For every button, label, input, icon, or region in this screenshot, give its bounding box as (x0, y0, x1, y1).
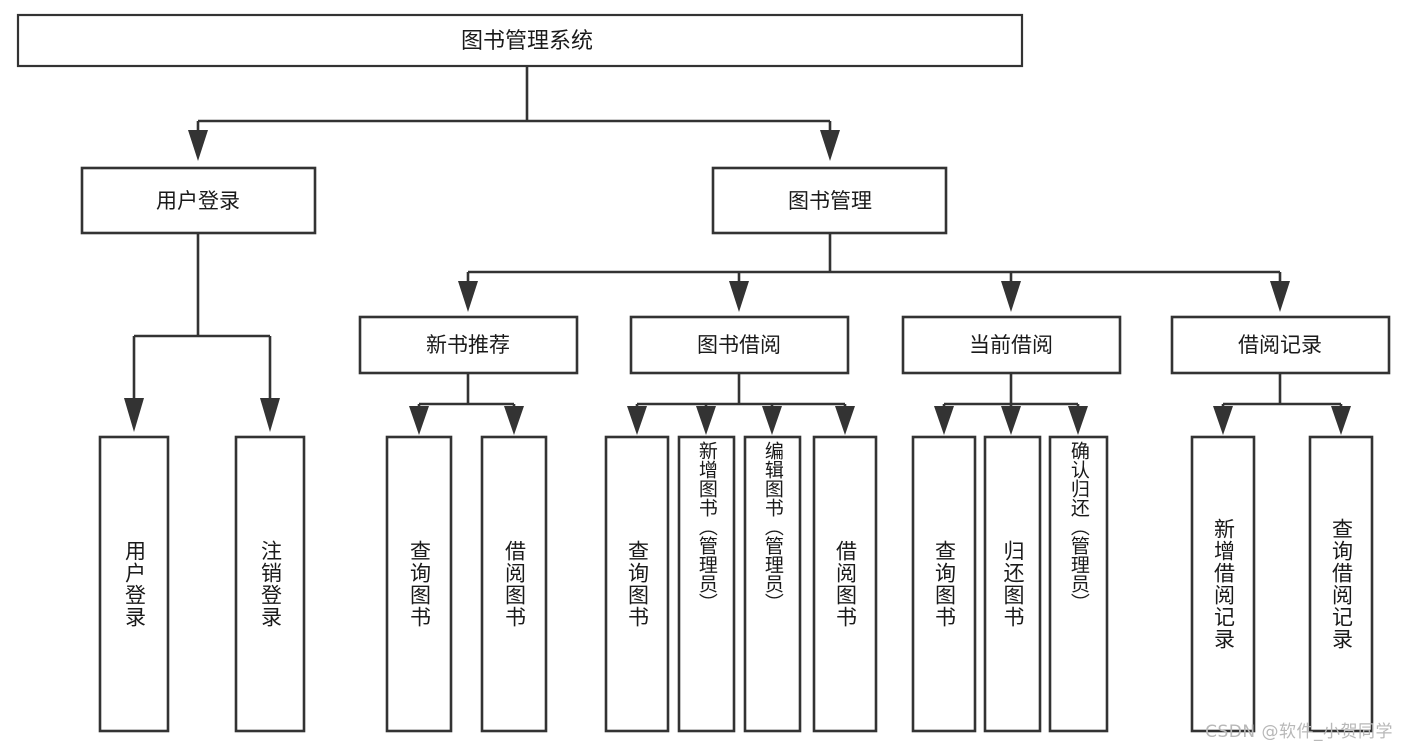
node-borrow-record[interactable]: 借阅记录 (1170, 315, 1391, 375)
leaf-user-logout-box[interactable] (234, 435, 306, 733)
node-book-borrow-box[interactable] (629, 315, 850, 375)
arrow-leaf-borrow-book-1 (504, 406, 524, 435)
leaf-query-book-1-box[interactable] (385, 435, 453, 733)
leaf-query-book-3-box[interactable] (911, 435, 977, 733)
node-book-manage-box[interactable] (711, 166, 948, 235)
arrow-leaf-user-login (124, 398, 144, 432)
arrow-to-borrow-record (1270, 281, 1290, 312)
node-borrow-record-label: 借阅记录 (1238, 333, 1322, 357)
node-user-login-label: 用户登录 (156, 189, 240, 213)
leaf-user-login-box[interactable] (98, 435, 170, 733)
arrow-leaf-user-logout (260, 398, 280, 432)
leaf-query-book-2-box[interactable] (604, 435, 670, 733)
node-user-login-box[interactable] (80, 166, 317, 235)
connector-group-new-book-recommend (409, 373, 524, 435)
leaf-add-record-box[interactable] (1190, 435, 1256, 733)
arrow-leaf-confirm-return (1068, 406, 1088, 435)
connector-group-root (188, 66, 840, 161)
arrow-leaf-add-book (696, 406, 716, 435)
leaf-boxes (98, 435, 1374, 733)
leaf-query-record-box[interactable] (1308, 435, 1374, 733)
node-new-book-recommend-label: 新书推荐 (426, 333, 510, 357)
arrow-leaf-query-record (1331, 406, 1351, 435)
arrow-leaf-add-record (1213, 406, 1233, 435)
node-root-label: 图书管理系统 (461, 29, 593, 54)
csdn-watermark: CSDN @软件_小贺同学 (1205, 722, 1393, 742)
arrow-to-book-borrow (729, 281, 749, 312)
node-root[interactable]: 图书管理系统 (16, 13, 1024, 68)
node-current-borrow[interactable]: 当前借阅 (901, 315, 1122, 375)
connector-group-book-borrow (627, 373, 855, 435)
node-book-manage-label: 图书管理 (788, 189, 872, 213)
arrow-to-new-book-recommend (458, 281, 478, 312)
node-current-borrow-box[interactable] (901, 315, 1122, 375)
leaf-borrow-book-2-box[interactable] (812, 435, 878, 733)
arrow-to-book-manage (820, 130, 840, 161)
connector-group-user-login (124, 233, 280, 432)
arrow-to-current-borrow (1001, 281, 1021, 312)
node-borrow-record-box[interactable] (1170, 315, 1391, 375)
leaf-borrow-book-1-box[interactable] (480, 435, 548, 733)
node-new-book-recommend[interactable]: 新书推荐 (358, 315, 579, 375)
connector-group-book-manage (458, 233, 1290, 312)
arrow-leaf-return-book (1001, 406, 1021, 435)
arrow-leaf-edit-book (762, 406, 782, 435)
leaf-return-book-box[interactable] (983, 435, 1042, 733)
connector-group-borrow-record (1213, 373, 1351, 435)
node-current-borrow-label: 当前借阅 (969, 333, 1053, 357)
arrow-leaf-borrow-book-2 (835, 406, 855, 435)
node-book-borrow-label: 图书借阅 (697, 333, 781, 357)
leaf-confirm-return-box[interactable] (1048, 435, 1109, 733)
connector-group-current-borrow (934, 373, 1088, 435)
leaf-add-book-box[interactable] (677, 435, 736, 733)
arrow-leaf-query-book-2 (627, 406, 647, 435)
node-user-login[interactable]: 用户登录 (80, 166, 317, 235)
leaf-edit-book-box[interactable] (743, 435, 802, 733)
arrow-leaf-query-book-3 (934, 406, 954, 435)
arrow-to-user-login (188, 130, 208, 161)
node-book-manage[interactable]: 图书管理 (711, 166, 948, 235)
node-new-book-recommend-box[interactable] (358, 315, 579, 375)
arrow-leaf-query-book-1 (409, 406, 429, 435)
node-book-borrow[interactable]: 图书借阅 (629, 315, 850, 375)
node-root-box[interactable] (16, 13, 1024, 68)
